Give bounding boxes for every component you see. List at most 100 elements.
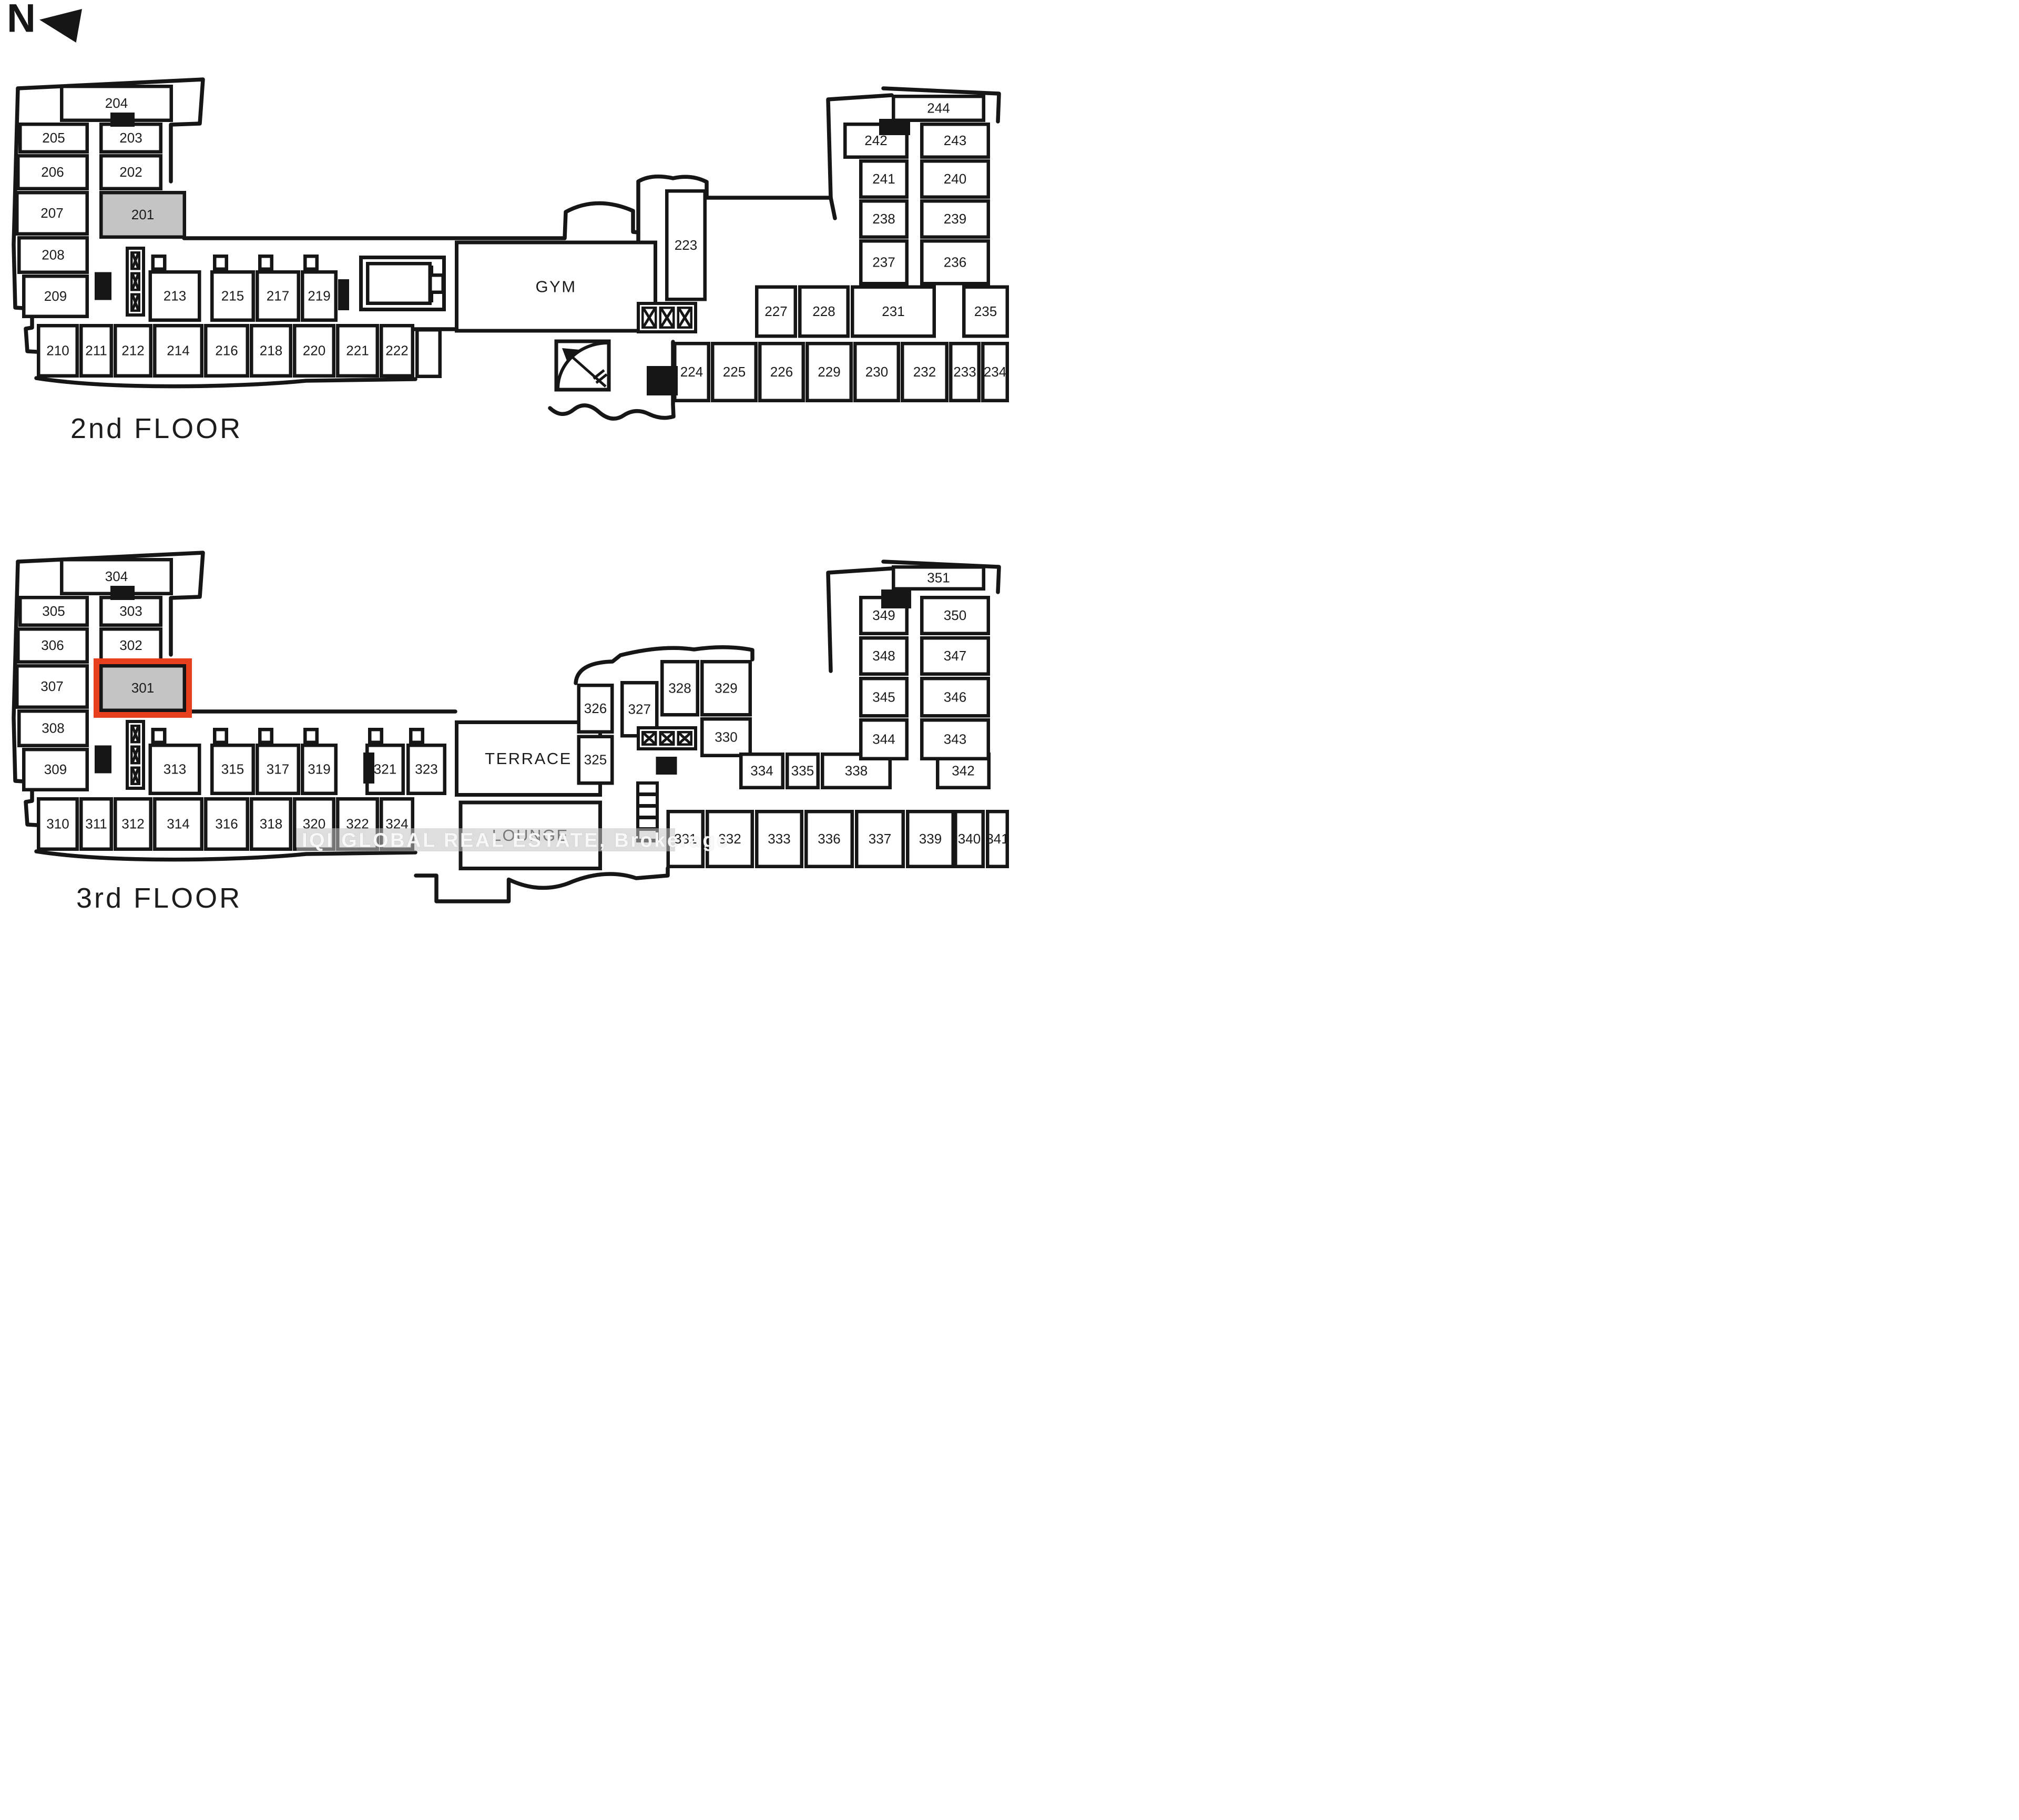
stair-core-marker (879, 119, 910, 135)
room-331: 331 (666, 810, 705, 868)
room-350: 350 (920, 596, 990, 635)
room-211: 211 (79, 324, 113, 378)
room-333: 333 (755, 810, 803, 868)
room-226: 226 (758, 342, 805, 402)
room-222: 222 (380, 324, 414, 378)
room-217: 217 (256, 270, 300, 322)
room-218: 218 (250, 324, 292, 378)
unlabeled-box (151, 255, 167, 271)
room-220: 220 (293, 324, 335, 378)
room-341: 341 (986, 810, 1009, 868)
elevator-icon (641, 731, 657, 746)
elevator-bank-icon (126, 247, 145, 317)
room-221: 221 (336, 324, 379, 378)
watermark-text: IQI GLOBAL REAL ESTATE, Brokerage (302, 829, 730, 852)
room-312: 312 (114, 797, 152, 851)
room-334: 334 (739, 753, 784, 789)
room-328: 328 (660, 660, 699, 717)
service-core-marker (95, 745, 111, 774)
room-311: 311 (79, 797, 113, 851)
room-325: 325 (577, 735, 614, 785)
elevator-icon (130, 251, 140, 270)
service-core-marker (647, 366, 678, 395)
room-329: 329 (700, 660, 752, 717)
unlabeled-box (409, 728, 424, 744)
room-213: 213 (148, 270, 201, 322)
elevator-icon (677, 731, 692, 746)
room-219: 219 (301, 270, 338, 322)
room-210: 210 (37, 324, 79, 378)
room-230: 230 (853, 342, 900, 402)
elevator-icon (659, 731, 675, 746)
room-308: 308 (17, 709, 89, 747)
room-337: 337 (855, 810, 905, 868)
room-234: 234 (981, 342, 1009, 402)
room-306: 306 (16, 627, 89, 664)
room-237: 237 (859, 239, 909, 286)
room-235: 235 (962, 285, 1009, 338)
room-215: 215 (210, 270, 255, 322)
room-330: 330 (700, 717, 752, 757)
room-347: 347 (920, 636, 990, 676)
room-232: 232 (901, 342, 949, 402)
room-326: 326 (577, 684, 614, 734)
room-229: 229 (805, 342, 853, 402)
room-243: 243 (920, 123, 990, 159)
floor-2-label: 2nd FLOOR (70, 412, 243, 444)
unlabeled-box (368, 728, 383, 744)
room-318: 318 (250, 797, 292, 851)
elevator-icon (130, 293, 140, 312)
room-316: 316 (204, 797, 249, 851)
elevator-icon (130, 766, 140, 785)
room-205: 205 (18, 123, 89, 154)
room-340: 340 (954, 810, 985, 868)
room-314: 314 (153, 797, 203, 851)
room-332: 332 (706, 810, 754, 868)
room-201: 201 (99, 191, 186, 239)
unlabeled-box (213, 728, 228, 744)
room-228: 228 (798, 285, 850, 338)
room-240: 240 (920, 159, 990, 199)
room-203: 203 (99, 123, 162, 154)
room-336: 336 (804, 810, 854, 868)
room-319: 319 (301, 744, 338, 795)
room-348: 348 (859, 636, 909, 676)
room-305: 305 (18, 596, 89, 627)
room-303: 303 (99, 596, 162, 627)
stair-core-marker (110, 113, 135, 127)
room-244: 244 (892, 95, 985, 122)
room-339: 339 (906, 810, 955, 868)
room-335: 335 (786, 753, 820, 789)
elevator-icon (130, 725, 140, 744)
room-224: 224 (673, 342, 710, 402)
room-310: 310 (37, 797, 79, 851)
room-231: 231 (851, 285, 936, 338)
compass-north-label: N (7, 0, 36, 40)
service-core-marker (656, 757, 677, 775)
elevator-bank-icon (126, 720, 145, 790)
service-core-marker (95, 272, 111, 300)
room-301: 301 (99, 664, 186, 712)
room-208: 208 (17, 236, 89, 274)
area-gym: GYM (455, 240, 657, 333)
door-marker (338, 279, 349, 310)
watermark-band (297, 828, 675, 851)
elevator-icon (130, 272, 140, 291)
pool-detail (429, 266, 433, 274)
room-315: 315 (210, 744, 255, 795)
elevator-icon (659, 307, 675, 329)
stair-core-marker (110, 586, 135, 600)
room-345: 345 (859, 677, 909, 718)
room-344: 344 (859, 718, 909, 760)
room-227: 227 (755, 285, 797, 338)
room-346: 346 (920, 677, 990, 718)
unlabeled-box (303, 255, 319, 271)
room-338: 338 (821, 753, 892, 789)
spiral-stairs-icon (554, 339, 611, 392)
room-343: 343 (920, 718, 990, 760)
room-233: 233 (949, 342, 981, 402)
elevator-icon (641, 307, 657, 329)
room-212: 212 (114, 324, 152, 378)
room-207: 207 (15, 191, 89, 236)
